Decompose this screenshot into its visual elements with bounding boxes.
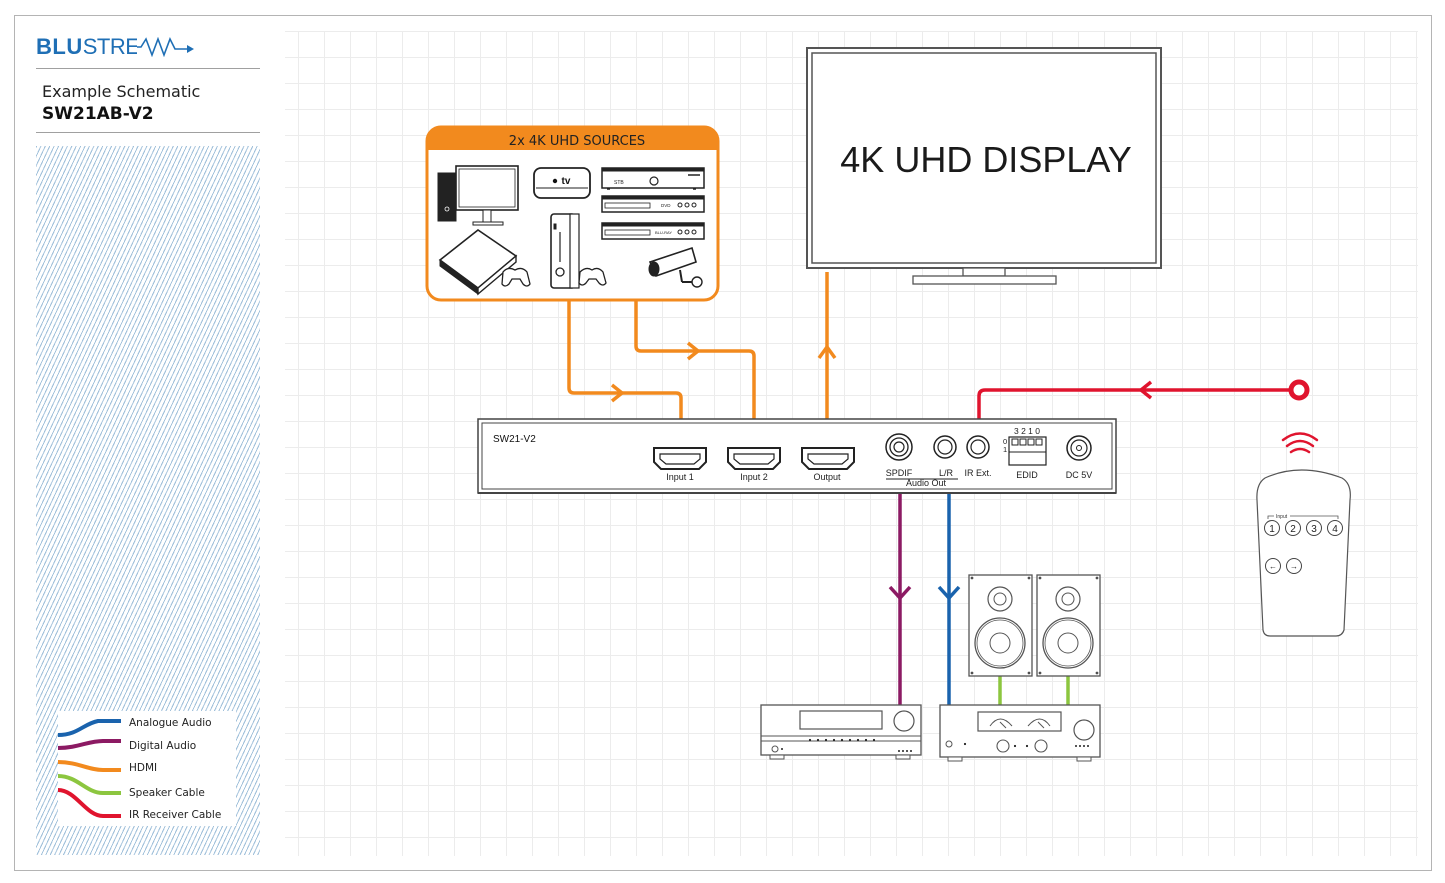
edid-bit-labels: 3 2 1 0	[1014, 426, 1040, 436]
analogue-audio-cable-icon	[58, 719, 121, 737]
legend-item-speaker-cable: Speaker Cable	[58, 773, 236, 803]
uhd-display: 4K UHD DISPLAY	[806, 47, 1162, 285]
legend-label: Speaker Cable	[129, 787, 205, 799]
arrow-left-icon: ←	[1269, 562, 1277, 571]
ir-arrow-icon	[1139, 380, 1153, 400]
switcher-model: SW21-V2	[493, 434, 536, 445]
input1-label: Input 1	[666, 472, 694, 482]
display-label: 4K UHD DISPLAY	[840, 139, 1131, 180]
remote-nav-left-button[interactable]: ←	[1265, 558, 1281, 574]
remote-nav-right-button[interactable]: →	[1286, 558, 1302, 574]
playstation-icon	[438, 229, 531, 296]
logo-bold-text: BLU	[36, 34, 83, 59]
schematic-subtitle: Example Schematic	[42, 82, 201, 101]
apple-tv-label: tv	[562, 176, 571, 187]
sources-title: 2x 4K UHD SOURCES	[509, 134, 645, 149]
ir-receiver-eye-icon	[1288, 379, 1310, 401]
hdmi-cable-source-to-input1	[567, 300, 683, 445]
output-label: Output	[813, 472, 841, 482]
lr-label: L/R	[939, 468, 954, 478]
legend-label: Digital Audio	[129, 740, 197, 752]
edid-row-0-label: 0	[1003, 437, 1007, 446]
stb-icon: STB	[601, 167, 705, 190]
av-receiver	[760, 704, 922, 760]
ir-remote: Input 1 2 3 4 ← →	[1256, 432, 1351, 637]
legend-label: HDMI	[129, 762, 158, 774]
stb-label: STB	[614, 180, 624, 186]
remote-input-label: Input	[1276, 514, 1288, 520]
remote-button-2[interactable]: 2	[1285, 520, 1301, 536]
bluray-label: BLU-RAY	[655, 230, 672, 235]
hdmi-output-port: Output	[801, 447, 855, 482]
apple-tv-icon: tv	[533, 167, 591, 199]
hdmi-cable-icon	[58, 760, 121, 772]
audio-out-label: Audio Out	[906, 478, 947, 488]
legend-item-digital-audio: Digital Audio	[58, 737, 236, 757]
digital-audio-cable	[888, 485, 912, 705]
legend-item-analogue-audio: Analogue Audio	[58, 714, 236, 737]
digital-audio-arrow-icon	[888, 585, 912, 601]
legend-item-ir-receiver-cable: IR Receiver Cable	[58, 787, 236, 827]
dvd-label: DVD	[661, 203, 671, 208]
ir-ext-label: IR Ext.	[964, 468, 991, 478]
speaker-left	[968, 574, 1033, 677]
hdmi-cables	[567, 272, 837, 445]
model-title: SW21AB-V2	[42, 104, 154, 124]
remote-button-label: 3	[1311, 524, 1317, 535]
digital-audio-cable-icon	[58, 739, 121, 750]
pc-icon	[437, 165, 519, 226]
edid-label: EDID	[1016, 470, 1038, 480]
hdmi-arrow-icon	[817, 345, 837, 360]
header-divider-top	[36, 68, 260, 69]
lr-port: L/R	[933, 435, 957, 478]
spdif-port: SPDIF	[885, 433, 913, 478]
remote-button-label: 2	[1290, 524, 1296, 535]
analogue-audio-arrow-icon	[937, 585, 961, 601]
logo-wave-arrow-icon	[137, 37, 198, 57]
sources-box: 2x 4K UHD SOURCES tv STB	[425, 125, 720, 302]
dc-power-port: DC 5V	[1066, 435, 1093, 480]
remote-button-label: 4	[1332, 524, 1338, 535]
remote-button-3[interactable]: 3	[1306, 520, 1322, 536]
speaker-cables	[998, 676, 1070, 705]
bluray-icon: BLU-RAY	[601, 222, 705, 240]
hdmi-input2-port: Input 2	[727, 447, 781, 482]
edid-row-1-label: 1	[1003, 445, 1007, 454]
dc-label: DC 5V	[1066, 470, 1093, 480]
speaker-cable-icon	[58, 774, 121, 795]
stereo-amplifier	[939, 704, 1101, 762]
spdif-label: SPDIF	[886, 468, 913, 478]
cable-legend: Analogue Audio Digital Audio HDMI Speake…	[58, 711, 236, 826]
arrow-right-icon: →	[1290, 562, 1298, 571]
remote-input-buttons: 1 2 3 4	[1264, 520, 1343, 536]
hdmi-arrow-icon	[686, 341, 700, 361]
input2-label: Input 2	[740, 472, 768, 482]
remote-button-1[interactable]: 1	[1264, 520, 1280, 536]
cctv-camera-icon	[648, 246, 703, 288]
hdmi-cable-source-to-input2	[634, 300, 756, 445]
edid-dip-switch: 3 2 1 0 0 1 EDID	[1003, 426, 1047, 480]
remote-button-label: 1	[1269, 524, 1275, 535]
sw21-switcher: SW21-V2 Input 1 Input 2 Output SPDIF	[477, 418, 1117, 494]
legend-label: Analogue Audio	[129, 717, 212, 729]
analogue-audio-cable	[937, 485, 961, 705]
hdmi-arrow-icon	[610, 383, 624, 403]
dvd-icon: DVD	[601, 195, 705, 213]
ir-receiver-cable	[977, 379, 1310, 432]
legend-item-hdmi: HDMI	[58, 759, 236, 779]
xbox-icon	[550, 213, 607, 289]
header-divider-bottom	[36, 132, 260, 133]
ir-ext-port: IR Ext.	[964, 435, 992, 478]
ir-receiver-cable-icon	[58, 788, 121, 818]
hdmi-input1-port: Input 1	[653, 447, 707, 482]
page-frame	[14, 15, 1432, 871]
speaker-right	[1036, 574, 1101, 677]
ir-signal-icon	[1281, 432, 1319, 454]
remote-button-4[interactable]: 4	[1327, 520, 1343, 536]
legend-label: IR Receiver Cable	[129, 809, 222, 821]
